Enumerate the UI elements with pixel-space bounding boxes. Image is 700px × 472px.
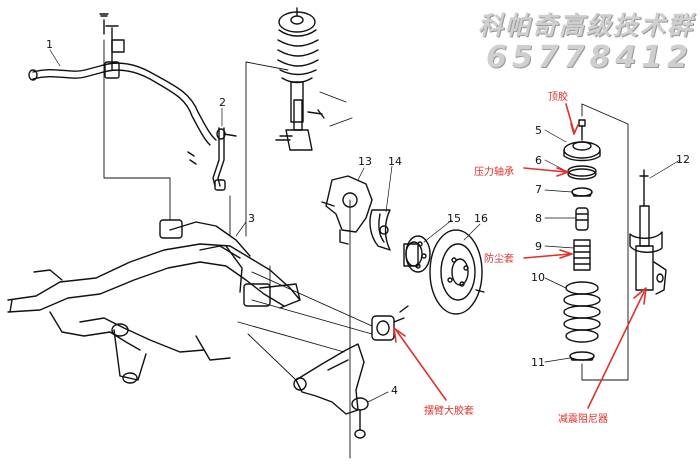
annotation-labels: 顶胶 压力轴承 防尘套 摆臂大胶套 减震阻尼器: [424, 90, 608, 425]
callout-12: 12: [676, 153, 690, 166]
reference-lines: [103, 39, 629, 459]
steering-knuckle: [321, 175, 373, 245]
subframe: [7, 219, 301, 384]
strut-exploded: [563, 119, 667, 361]
callout-3: 3: [248, 212, 255, 225]
callout-7: 7: [535, 183, 542, 196]
wheel-hub: [403, 235, 431, 273]
watermark-title: 科帕奇高级技术群: [478, 11, 695, 40]
annotation-arrows: [393, 103, 647, 409]
callout-2: 2: [219, 96, 226, 109]
ball-joint: [351, 397, 369, 439]
dust-shield: [369, 209, 391, 251]
callout-13: 13: [358, 155, 372, 168]
callout-9: 9: [535, 240, 542, 253]
callout-14: 14: [388, 155, 402, 168]
watermark-number: 65778412: [486, 40, 693, 75]
strut-assembly: [275, 7, 325, 151]
label-bearing: 压力轴承: [474, 165, 514, 178]
callout-leaders: [49, 49, 681, 403]
callout-labels: 1 2 3 4 5 6 7 8 9 10 11 12 13 14 15 16: [46, 38, 690, 397]
callout-6: 6: [535, 154, 542, 167]
callout-15: 15: [447, 212, 461, 225]
lower-control-arm: [293, 305, 409, 415]
stabilizer-bar: [28, 13, 217, 165]
callout-11: 11: [531, 356, 545, 369]
label-top-mount: 顶胶: [548, 90, 568, 103]
label-arm-bushing: 摆臂大胶套: [424, 404, 474, 417]
label-damper: 减震阻尼器: [558, 413, 608, 425]
callout-10: 10: [531, 271, 545, 284]
callout-5: 5: [535, 124, 542, 137]
stabilizer-link: [212, 127, 237, 191]
callout-16: 16: [474, 212, 488, 225]
callout-8: 8: [535, 212, 542, 225]
brake-disc: [429, 229, 485, 315]
callout-4: 4: [391, 384, 398, 397]
callout-1: 1: [46, 38, 53, 51]
label-dust-boot: 防尘套: [484, 252, 514, 265]
